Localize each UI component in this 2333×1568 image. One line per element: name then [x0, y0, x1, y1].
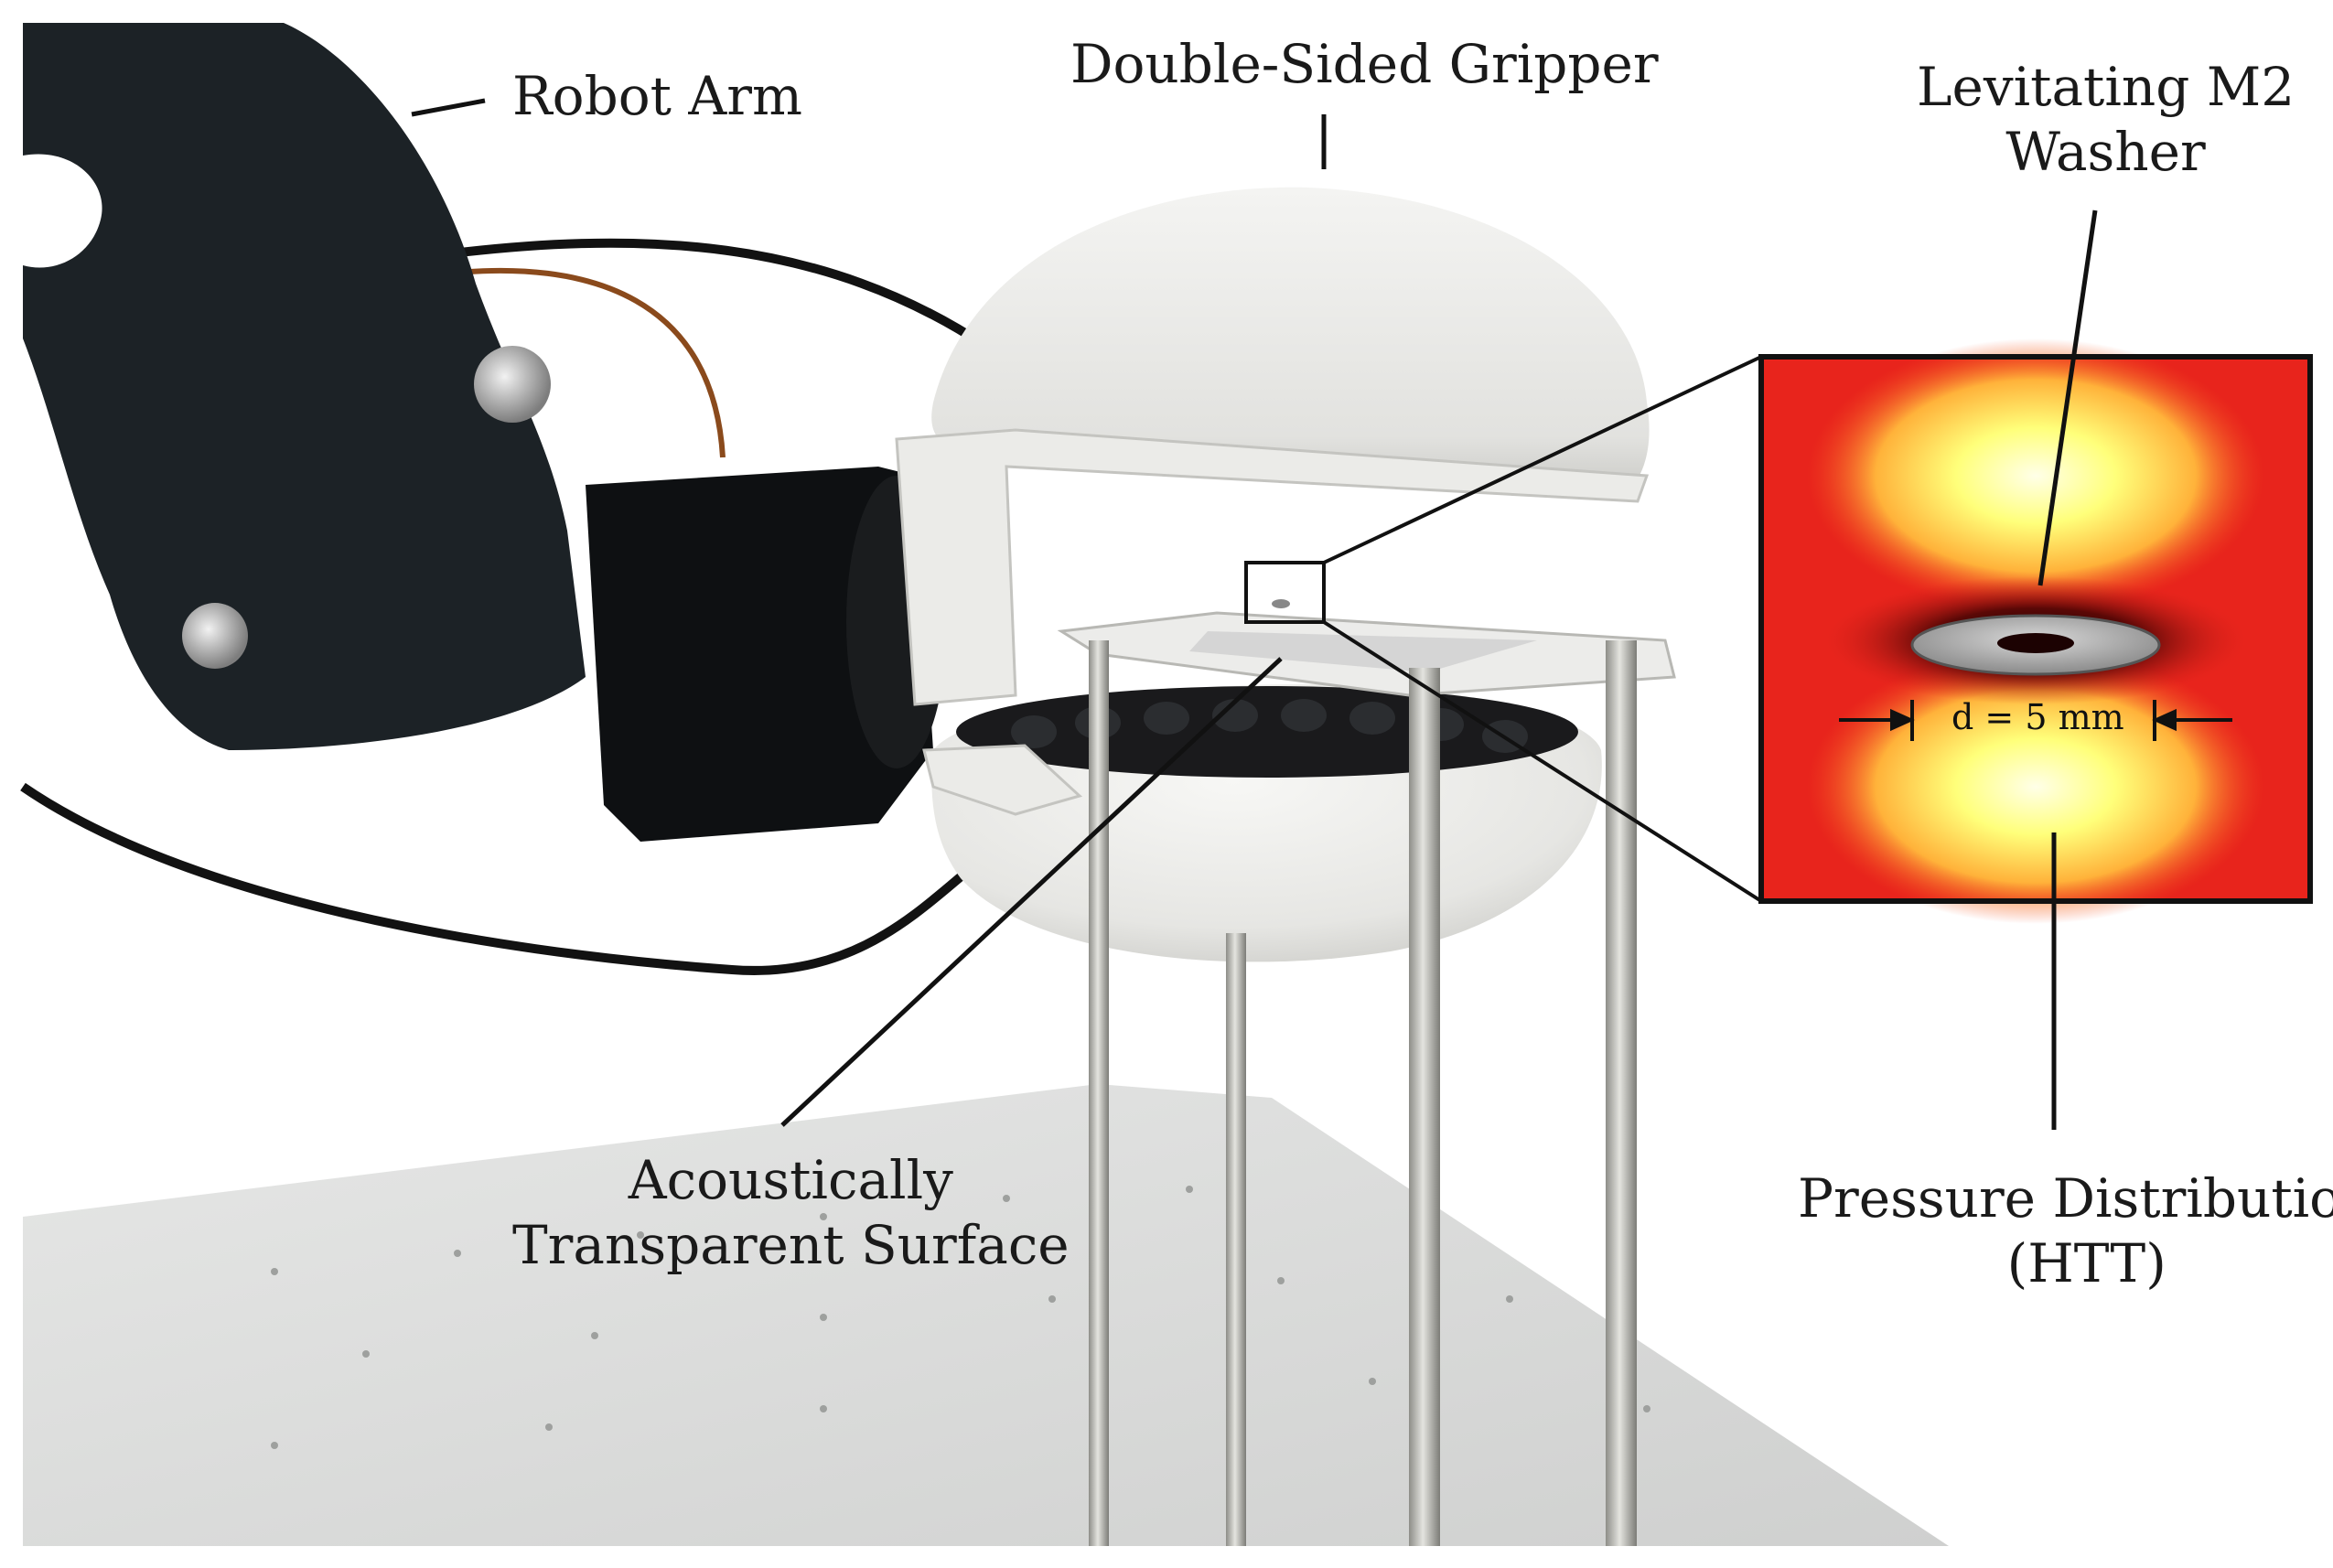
leader-washer	[2037, 209, 2098, 586]
servo-motor	[586, 467, 933, 842]
dimension-arrows	[1839, 700, 2232, 741]
label-surface: Acoustically Transparent Surface	[512, 1148, 1070, 1278]
label-washer-line1: Levitating M2	[1917, 56, 2295, 118]
base-plate-holes	[271, 1186, 1650, 1449]
robot-arm	[23, 23, 586, 750]
gripper-lower-bracket	[922, 744, 1082, 816]
label-robot-arm-text: Robot Arm	[512, 65, 802, 127]
cable-top	[429, 238, 991, 352]
label-pressure-line1: Pressure Distribution	[1798, 1167, 2333, 1230]
zoom-line-upper	[1323, 355, 1762, 564]
label-gripper-text: Double-Sided Gripper	[1070, 33, 1659, 95]
cable	[20, 782, 973, 975]
leader-surface	[780, 657, 1283, 1127]
support-rod-3	[1409, 668, 1440, 1546]
gripper-upper-dome	[931, 187, 1650, 499]
mesh-pattern	[1189, 631, 1537, 672]
gripper-upper-bracket	[895, 428, 1650, 706]
zoom-line-lower	[1322, 620, 1763, 903]
label-washer: Levitating M2 Washer	[1917, 55, 2295, 185]
washer-inset	[1910, 614, 2161, 676]
base-plate	[23, 1084, 1949, 1546]
label-surface-line2: Transparent Surface	[512, 1213, 1070, 1276]
support-rod-1	[1089, 640, 1109, 1546]
zoom-box	[1244, 561, 1326, 624]
arm-bolt-lower	[182, 603, 248, 669]
label-surface-line1: Acoustically	[628, 1149, 953, 1211]
label-gripper: Double-Sided Gripper	[1070, 32, 1659, 97]
label-robot-arm: Robot Arm	[512, 64, 802, 129]
label-washer-line2: Washer	[2005, 120, 2206, 183]
label-pressure: Pressure Distribution (HTT)	[1798, 1166, 2333, 1296]
arm-cutout	[23, 154, 102, 268]
leader-robot-arm	[411, 98, 486, 117]
label-pressure-line2: (HTT)	[2006, 1231, 2166, 1294]
washer-scene	[1272, 599, 1290, 608]
support-rod-2	[1226, 933, 1246, 1546]
arm-bolt-upper	[474, 346, 551, 423]
support-rod-4	[1606, 640, 1637, 1546]
wire-bundle	[438, 267, 726, 458]
dimension-label: d = 5 mm	[1951, 697, 2124, 737]
